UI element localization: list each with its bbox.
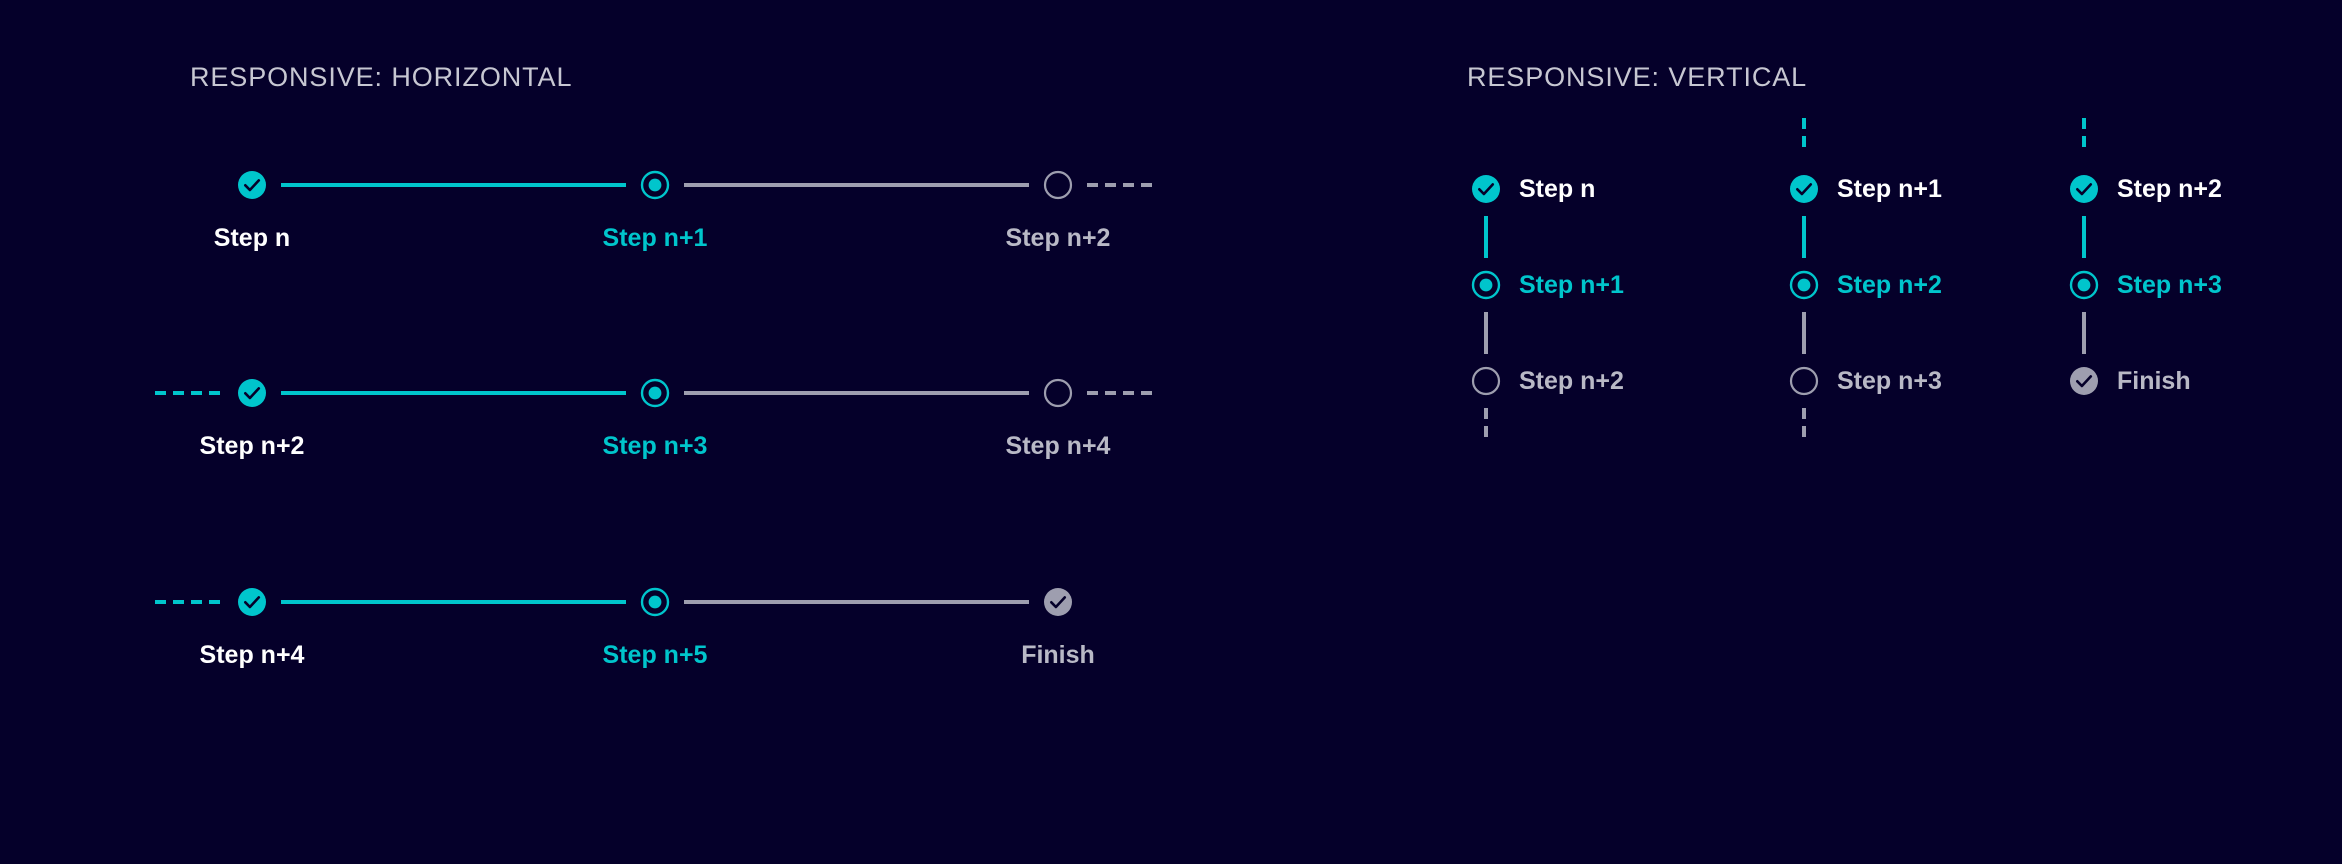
radio-selected-icon [640,378,670,408]
radio-selected-icon [1789,270,1819,300]
check-circle-filled-muted-icon [1044,588,1072,616]
step-label[interactable]: Step n+4 [199,641,305,669]
step-connector [1802,216,1806,258]
step-node-current[interactable] [1785,266,1823,304]
track-trail-connector [1087,600,1155,604]
check-circle-filled-icon [1472,175,1500,203]
vertical-step[interactable]: Step n+3 [1785,352,2095,448]
step-node-incomplete[interactable] [1785,362,1823,400]
step-node-complete[interactable] [233,583,271,621]
step-label[interactable]: Step n+2 [1519,367,1624,395]
step-node-incomplete[interactable] [1467,362,1505,400]
horizontal-stepper-row: Step n+4 Step n+5 Finish [155,567,1155,717]
step-label[interactable]: Step n+1 [1837,175,1942,203]
step-label[interactable]: Step n+5 [602,641,708,669]
step-label[interactable]: Step n+1 [602,224,708,252]
step-connector [1802,312,1806,354]
step-node-finish[interactable] [1039,583,1077,621]
step-label[interactable]: Step n [1519,175,1596,203]
track-trail-connector [1087,183,1155,187]
step-connector [281,391,626,395]
stepper-track [155,358,1155,428]
step-connector [281,183,626,187]
step-label[interactable]: Step n+4 [1005,432,1111,460]
radio-selected-icon [2069,270,2099,300]
step-label[interactable]: Step n+1 [1519,271,1624,299]
step-node-incomplete[interactable] [1039,166,1077,204]
step-node-incomplete[interactable] [1039,374,1077,412]
step-label[interactable]: Step n+3 [602,432,708,460]
step-node-finish[interactable] [2065,362,2103,400]
step-node-current[interactable] [636,374,674,412]
step-label[interactable]: Step n+2 [1837,271,1942,299]
step-connector [684,600,1029,604]
step-label-row: Step n+2 Step n+3 Step n+4 [155,432,1155,472]
step-label-row: Step n Step n+1 Step n+2 [155,224,1155,264]
step-connector [684,183,1029,187]
horizontal-stepper-row: Step n+2 Step n+3 Step n+4 [155,358,1155,508]
vertical-step[interactable]: Step n+3 [2065,256,2342,354]
radio-selected-icon [640,587,670,617]
step-connector [1484,312,1488,354]
vertical-step[interactable]: Step n [1467,160,1777,258]
step-node-complete[interactable] [1785,170,1823,208]
step-node-current[interactable] [636,166,674,204]
column-top-connector [1802,118,1806,152]
step-connector [2082,216,2086,258]
step-connector [281,600,626,604]
step-label[interactable]: Step n+2 [199,432,305,460]
step-label[interactable]: Finish [1021,641,1095,669]
vertical-step[interactable]: Step n+2 [1785,256,2095,354]
step-connector [1484,216,1488,258]
track-trail-connector [1087,391,1155,395]
step-node-complete[interactable] [233,374,271,412]
stepper-track [155,567,1155,637]
radio-selected-icon [640,170,670,200]
horizontal-section-title: RESPONSIVE: HORIZONTAL [190,62,573,92]
step-connector [2082,312,2086,354]
track-lead-connector [155,183,223,187]
circle-outline-icon [1789,366,1819,396]
step-label[interactable]: Step n+2 [1005,224,1111,252]
stepper-track [155,150,1155,220]
circle-outline-icon [1471,366,1501,396]
circle-outline-icon [1043,170,1073,200]
check-circle-filled-icon [238,171,266,199]
check-circle-filled-icon [2070,175,2098,203]
vertical-section-title: RESPONSIVE: VERTICAL [1467,62,1808,92]
step-label[interactable]: Step n+3 [2117,271,2222,299]
step-label[interactable]: Finish [2117,367,2191,395]
column-bottom-connector [1484,408,1488,442]
step-node-complete[interactable] [1467,170,1505,208]
step-label[interactable]: Step n+2 [2117,175,2222,203]
column-top-connector [2082,118,2086,152]
vertical-step[interactable]: Step n+2 [2065,118,2342,258]
step-label-row: Step n+4 Step n+5 Finish [155,641,1155,681]
check-circle-filled-icon [1790,175,1818,203]
check-circle-filled-muted-icon [2070,367,2098,395]
track-lead-connector [155,600,223,604]
horizontal-stepper-row: Step n Step n+1 Step n+2 [155,150,1155,300]
vertical-step[interactable]: Finish [2065,352,2342,448]
radio-selected-icon [1471,270,1501,300]
check-circle-filled-icon [238,588,266,616]
step-node-complete[interactable] [233,166,271,204]
step-connector [684,391,1029,395]
step-node-current[interactable] [1467,266,1505,304]
step-node-current[interactable] [636,583,674,621]
column-bottom-connector [1802,408,1806,442]
circle-outline-icon [1043,378,1073,408]
track-lead-connector [155,391,223,395]
step-node-complete[interactable] [2065,170,2103,208]
step-label[interactable]: Step n+3 [1837,367,1942,395]
vertical-step[interactable]: Step n+1 [1467,256,1777,354]
vertical-step[interactable]: Step n+2 [1467,352,1777,448]
vertical-step[interactable]: Step n+1 [1785,118,2095,258]
check-circle-filled-icon [238,379,266,407]
step-node-current[interactable] [2065,266,2103,304]
step-label[interactable]: Step n [213,224,291,252]
